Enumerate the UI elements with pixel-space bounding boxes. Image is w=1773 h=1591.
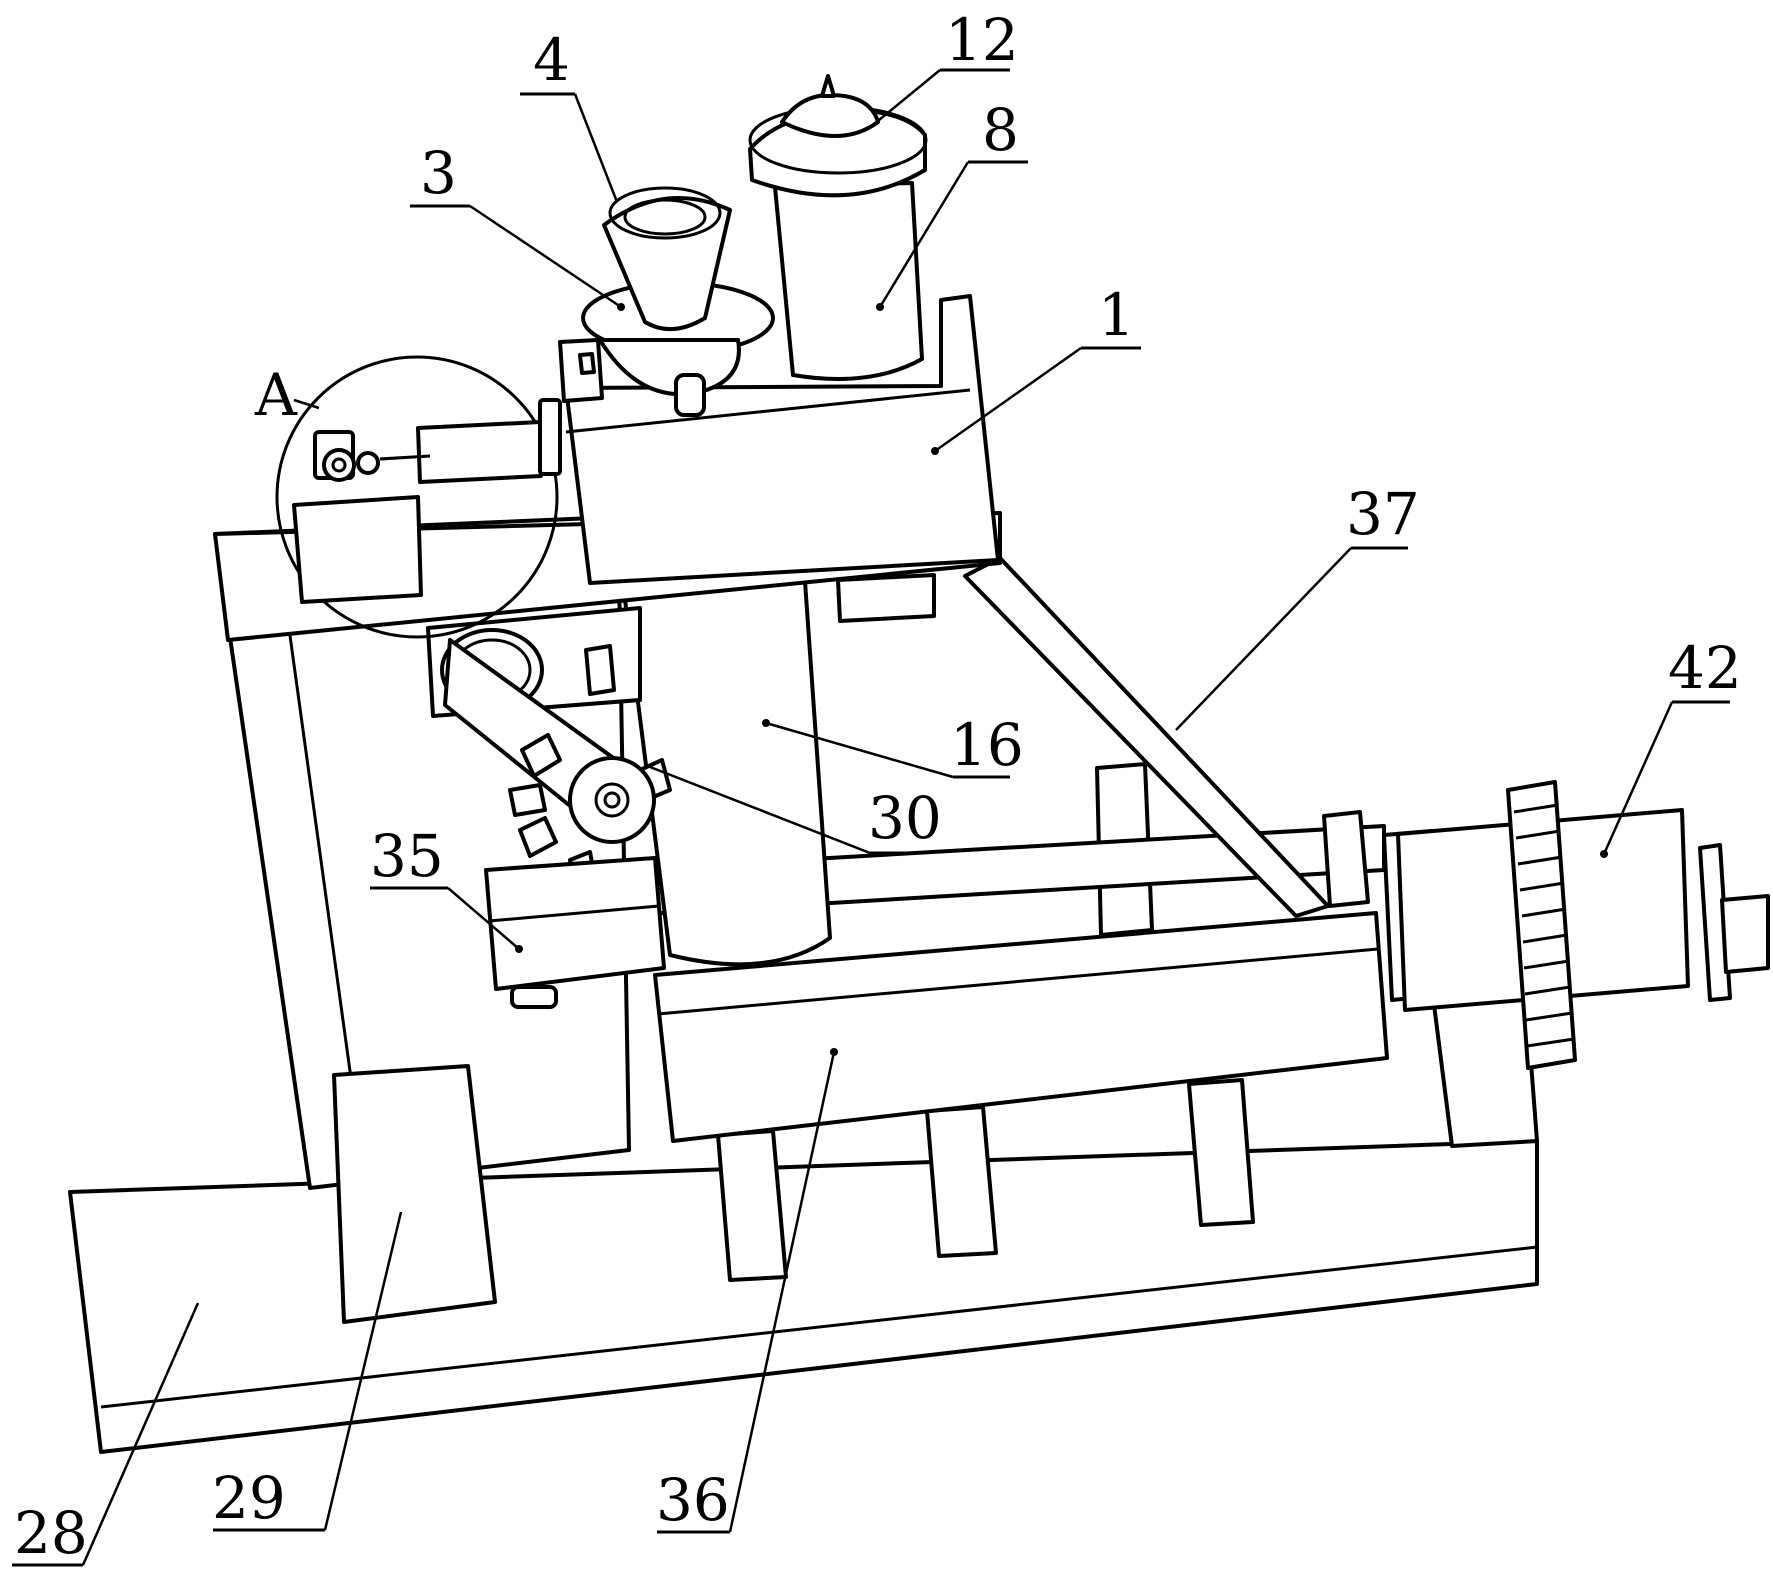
callout-12: 12 — [945, 6, 1019, 74]
callout-37: 37 — [1346, 480, 1420, 548]
grinding-unit — [1382, 808, 1770, 1012]
callout-28: 28 — [14, 1499, 88, 1567]
callout-35: 35 — [370, 822, 444, 890]
feed-hopper — [602, 186, 732, 332]
callout-29: 29 — [212, 1464, 286, 1532]
callout-30: 30 — [868, 784, 942, 852]
detail-circle-a — [275, 355, 562, 639]
callout-8: 8 — [982, 96, 1019, 164]
gear-wheel — [1506, 780, 1577, 1070]
callout-4: 4 — [533, 26, 570, 94]
cylinder-cap — [748, 74, 928, 198]
label-underlines — [12, 68, 1730, 1567]
callout-42: 42 — [1668, 634, 1742, 702]
clamp-post — [1322, 810, 1370, 908]
motor-block — [332, 1064, 497, 1324]
rotary-brush — [508, 644, 672, 890]
detail-marker-a: A — [254, 361, 298, 429]
callout-16: 16 — [950, 711, 1024, 779]
vertical-cylinder — [773, 181, 924, 381]
main-housing — [564, 294, 1000, 585]
side-bracket — [558, 338, 604, 403]
leader-lines — [81, 69, 1674, 1566]
callout-1: 1 — [1098, 281, 1135, 349]
callout-3: 3 — [420, 139, 457, 207]
callout-labels: 1 3 4 8 12 16 28 29 30 35 36 37 42 A — [14, 6, 1742, 1567]
vertical-column — [618, 551, 832, 967]
work-table — [653, 911, 1389, 1143]
callout-36: 36 — [656, 1466, 730, 1534]
